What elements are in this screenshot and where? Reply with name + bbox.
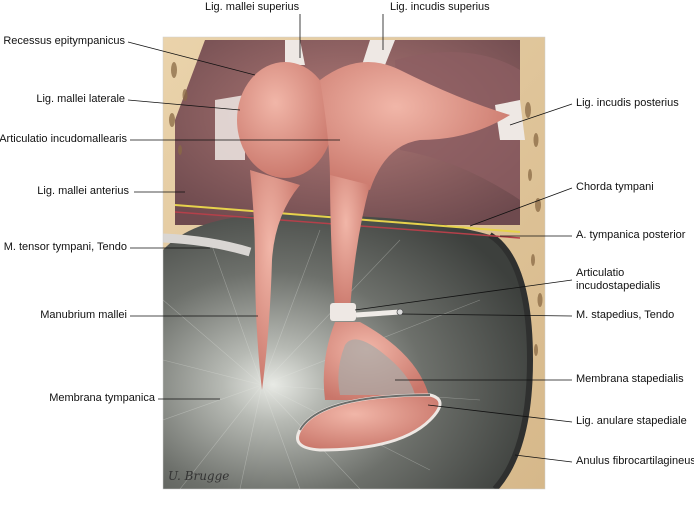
incudostapedial-joint — [330, 303, 356, 321]
label-m-tensor-tympani-tendo: M. tensor tympani, Tendo — [3, 241, 127, 253]
leader-recessus-epitympanicus — [127, 41, 256, 76]
label-articulatio-incudostapedialis-line2: incudostapedialis — [576, 280, 661, 292]
label-membrana-stapedialis: Membrana stapedialis — [576, 373, 684, 385]
leader-lig-anulare-stapediale — [427, 404, 573, 423]
lateral-malleal-ligament — [215, 95, 245, 160]
anulus-rim — [488, 232, 534, 489]
label-lig-mallei-anterius: Lig. mallei anterius — [37, 185, 129, 197]
stapedial-membrane — [338, 339, 415, 395]
annular-ligament — [299, 394, 431, 431]
label-anulus-fibrocartilagineus: Anulus fibrocartilagineus — [576, 455, 694, 467]
label-recessus-epitympanicus: Recessus epitympanicus — [3, 35, 125, 47]
stapedius-tendon — [355, 309, 401, 318]
stapedius-tendon-end — [396, 308, 404, 316]
leader-articulatio-incudostapedialis — [354, 279, 573, 311]
label-a-tympanica-posterior: A. tympanica posterior — [576, 229, 686, 241]
malleus-manubrium — [250, 170, 300, 390]
label-lig-mallei-laterale: Lig. mallei laterale — [36, 93, 125, 105]
chorda-tympani-nerve — [174, 204, 521, 233]
label-lig-anulare-stapediale: Lig. anulare stapediale — [576, 415, 687, 427]
incus-body — [320, 62, 510, 190]
label-articulatio-incudomallearis: Articulatio incudomallearis — [0, 133, 127, 145]
malleus-head — [237, 62, 333, 178]
artist-signature: U. Brugge — [168, 469, 230, 483]
label-lig-incudis-superius: Lig. incudis superius — [390, 1, 490, 13]
label-chorda-tympani: Chorda tympani — [576, 181, 654, 193]
panel-border — [162, 36, 546, 490]
incus-long-process — [330, 175, 370, 310]
label-membrana-tympanica: Membrana tympanica — [49, 392, 155, 404]
leader-m-stapedius — [401, 313, 573, 317]
label-lig-incudis-posterius: Lig. incudis posterius — [576, 97, 679, 109]
bone-pores — [169, 62, 543, 356]
leader-lig-mallei-laterale — [127, 99, 241, 111]
tensor-tendon — [163, 233, 252, 257]
superior-incudal-ligament — [362, 40, 395, 65]
label-articulatio-incudostapedialis-line1: Articulatio — [576, 267, 625, 279]
posterior-incudal-ligament — [495, 100, 525, 140]
leader-anulus-fibrocartilagineus — [514, 454, 573, 463]
label-lig-mallei-superius: Lig. mallei superius — [205, 1, 300, 13]
leader-lig-incudis-posterius — [509, 103, 573, 126]
label-m-stapedius-tendo: M. stapedius, Tendo — [576, 309, 675, 321]
label-manubrium-mallei: Manubrium mallei — [40, 309, 127, 321]
posterior-tympanic-artery — [174, 211, 521, 239]
leader-chorda-tympani — [469, 187, 573, 227]
leader-lines — [127, 14, 573, 463]
